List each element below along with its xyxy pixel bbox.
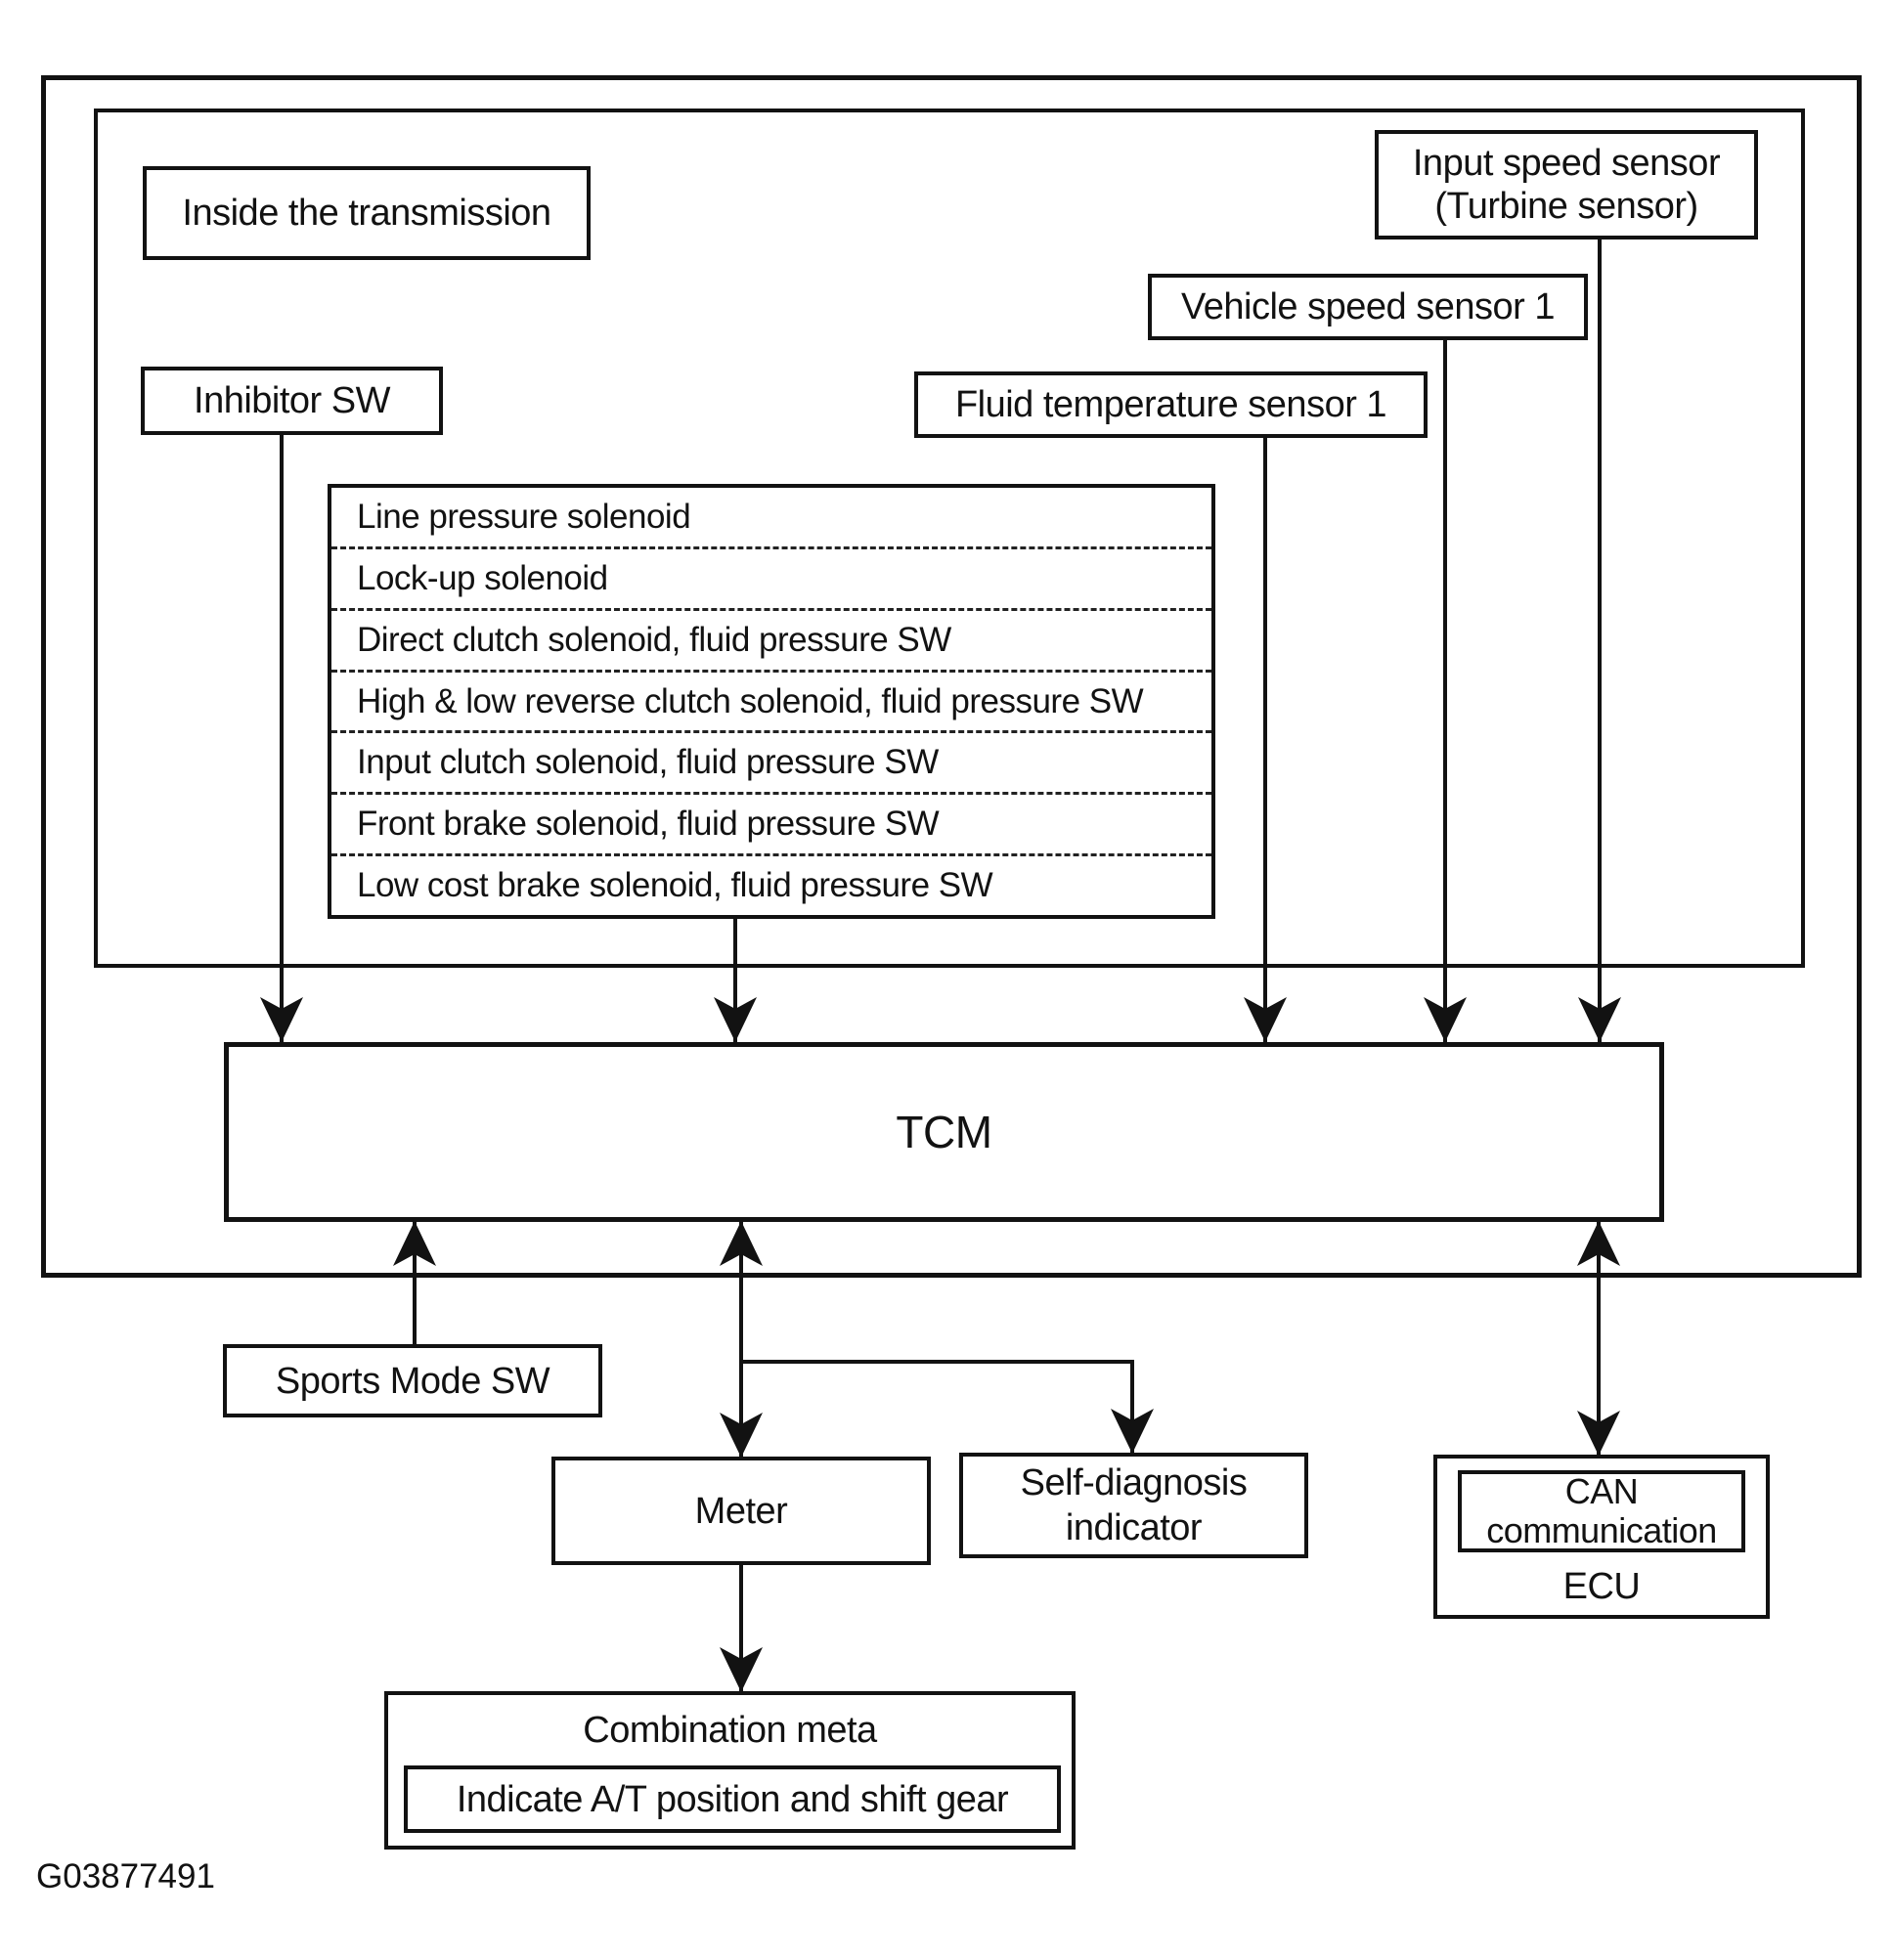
input-speed-sensor-box: Input speed sensor (Turbine sensor) <box>1375 130 1758 240</box>
solenoid-label-high-low-reverse: High & low reverse clutch solenoid, flui… <box>357 681 1144 720</box>
connector-fluid-temp-to-tcm <box>1263 438 1267 1042</box>
meter-box: Meter <box>551 1457 931 1565</box>
solenoid-row: Direct clutch solenoid, fluid pressure S… <box>331 607 1211 670</box>
input-speed-sensor-line2: (Turbine sensor) <box>1434 186 1698 227</box>
solenoid-row: Input clutch solenoid, fluid pressure SW <box>331 730 1211 792</box>
outer-frame <box>41 75 1862 1278</box>
connector-meter-to-combination-meter <box>739 1565 743 1691</box>
solenoid-row: Front brake solenoid, fluid pressure SW <box>331 792 1211 853</box>
solenoid-list-box: Line pressure solenoid Lock-up solenoid … <box>328 484 1215 919</box>
connector-sports-mode-to-tcm <box>413 1222 417 1344</box>
combination-meter-title: Combination meta <box>583 1709 877 1751</box>
connector-inhibitor-to-tcm <box>280 435 284 1042</box>
vehicle-speed-sensor-box: Vehicle speed sensor 1 <box>1148 274 1588 340</box>
can-communication-inner-box: CAN communication <box>1458 1470 1745 1552</box>
inside-transmission-label-box: Inside the transmission <box>143 166 591 260</box>
solenoid-label-direct-clutch: Direct clutch solenoid, fluid pressure S… <box>357 620 951 659</box>
connector-input-speed-to-tcm <box>1598 240 1602 1042</box>
inside-transmission-label: Inside the transmission <box>182 193 551 234</box>
meter-label: Meter <box>694 1490 788 1532</box>
combination-meter-detail-box: Indicate A/T position and shift gear <box>404 1765 1061 1833</box>
inside-transmission-frame <box>94 109 1805 968</box>
solenoid-row: Low cost brake solenoid, fluid pressure … <box>331 853 1211 915</box>
can-label-line1: CAN <box>1564 1471 1639 1511</box>
combination-meter-detail-label: Indicate A/T position and shift gear <box>456 1778 1009 1820</box>
fluid-temperature-sensor-box: Fluid temperature sensor 1 <box>914 371 1428 438</box>
self-diagnosis-line1: Self-diagnosis <box>1020 1462 1248 1503</box>
solenoid-label-line-pressure: Line pressure solenoid <box>357 497 691 536</box>
self-diagnosis-line2: indicator <box>1065 1507 1203 1548</box>
solenoid-label-low-cost-brake: Low cost brake solenoid, fluid pressure … <box>357 866 993 905</box>
connector-tcm-to-meter <box>739 1222 743 1457</box>
figure-code: G03877491 <box>36 1857 215 1895</box>
sports-mode-sw-label: Sports Mode SW <box>275 1360 550 1402</box>
tcm-box: TCM <box>224 1042 1664 1222</box>
tcm-label: TCM <box>896 1107 992 1157</box>
inhibitor-sw-label: Inhibitor SW <box>194 380 390 421</box>
fluid-temperature-sensor-label: Fluid temperature sensor 1 <box>954 384 1387 425</box>
ecu-label: ECU <box>1562 1565 1641 1607</box>
inhibitor-sw-box: Inhibitor SW <box>141 367 443 435</box>
sports-mode-sw-box: Sports Mode SW <box>223 1344 602 1417</box>
vehicle-speed-sensor-label: Vehicle speed sensor 1 <box>1181 286 1555 327</box>
solenoid-row: Lock-up solenoid <box>331 545 1211 608</box>
solenoid-label-lock-up: Lock-up solenoid <box>357 558 608 597</box>
solenoid-row: Line pressure solenoid <box>331 488 1211 546</box>
can-label-line2: communication <box>1486 1510 1717 1550</box>
solenoid-label-input-clutch: Input clutch solenoid, fluid pressure SW <box>357 743 939 782</box>
connector-solenoids-to-tcm <box>733 919 737 1042</box>
connector-branch-to-self-diagnosis <box>739 1360 1134 1364</box>
self-diagnosis-indicator-box: Self-diagnosis indicator <box>959 1453 1308 1558</box>
connector-vehicle-speed-to-tcm <box>1443 340 1447 1042</box>
connector-drop-to-self-diagnosis <box>1130 1360 1134 1453</box>
solenoid-label-front-brake: Front brake solenoid, fluid pressure SW <box>357 805 940 844</box>
solenoid-row: High & low reverse clutch solenoid, flui… <box>331 669 1211 731</box>
input-speed-sensor-line1: Input speed sensor <box>1412 143 1721 184</box>
connector-tcm-to-can-ecu <box>1597 1222 1601 1455</box>
